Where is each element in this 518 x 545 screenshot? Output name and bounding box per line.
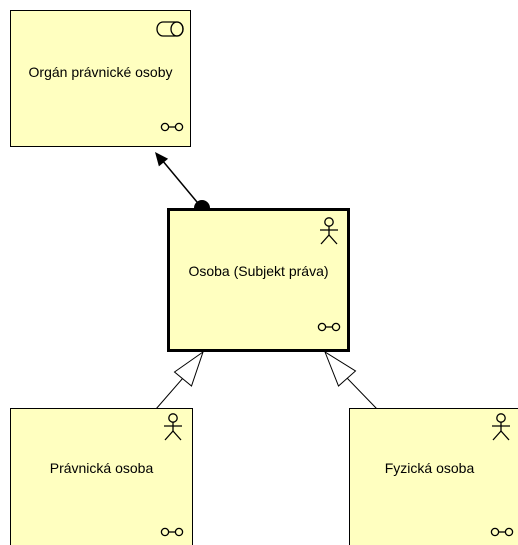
role-icon bbox=[156, 21, 184, 42]
node-osoba-subjekt-prava[interactable]: Osoba (Subjekt práva) bbox=[167, 208, 350, 352]
node-label: Fyzická osoba bbox=[384, 460, 475, 476]
actor-icon bbox=[162, 413, 184, 446]
node-pravnicka-osoba[interactable]: Právnická osoba bbox=[10, 408, 193, 545]
node-label: Právnická osoba bbox=[49, 460, 154, 476]
assignment-line bbox=[161, 159, 203, 209]
glasses-icon bbox=[160, 525, 184, 543]
assignment-arrowhead bbox=[155, 152, 169, 167]
node-fyzicka-osoba[interactable]: Fyzická osoba bbox=[349, 408, 518, 545]
node-label: Osoba (Subjekt práva) bbox=[188, 263, 329, 279]
assignment-relation[interactable] bbox=[155, 152, 210, 216]
node-organ-pravnicke-osoby[interactable]: Orgán právnické osoby bbox=[10, 10, 191, 147]
actor-icon bbox=[490, 413, 512, 446]
specialization-relation-pravnicka[interactable] bbox=[155, 350, 204, 410]
actor-icon bbox=[318, 217, 340, 250]
specialization-line bbox=[346, 377, 378, 410]
specialization-arrowhead bbox=[173, 350, 204, 387]
specialization-line bbox=[155, 377, 184, 410]
specialization-relation-fyzicka[interactable] bbox=[323, 350, 378, 410]
glasses-icon bbox=[317, 320, 341, 338]
glasses-icon bbox=[490, 525, 514, 543]
specialization-arrowhead bbox=[323, 350, 357, 387]
node-label: Orgán právnické osoby bbox=[28, 64, 173, 80]
glasses-icon bbox=[160, 120, 184, 138]
